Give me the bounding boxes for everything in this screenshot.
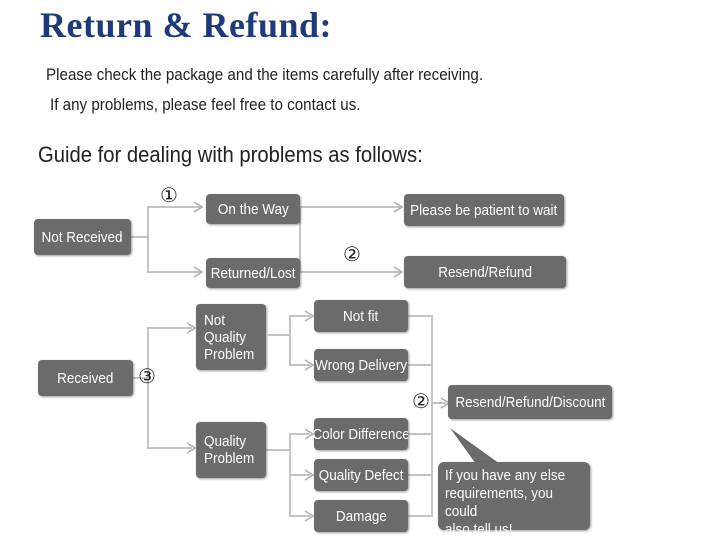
connector-not-quality-wrong (289, 335, 310, 366)
bubble-pointer (450, 428, 500, 464)
patient-wait-box: Please be patient to wait (404, 194, 564, 226)
connector-received-quality (147, 378, 192, 449)
not-fit-box: Not fit (314, 300, 408, 332)
not-received-box: Not Received (34, 219, 131, 255)
connector-quality-damage (289, 475, 310, 517)
resend-refund-box: Resend/Refund (404, 256, 566, 288)
connector-quality-color (266, 433, 310, 451)
color-difference-label: Color Difference (314, 425, 408, 443)
quality-defect-box: Quality Defect (314, 459, 408, 491)
guide-heading: Guide for dealing with problems as follo… (38, 142, 423, 167)
resend-refund-label: Resend/Refund (438, 263, 532, 281)
quality-problem-box: Quality Problem (196, 422, 266, 478)
damage-label: Damage (335, 507, 387, 525)
step-two-marker-a: ② (343, 242, 361, 266)
note-bubble: If you have any else requirements, you c… (438, 462, 590, 538)
returned-lost-box: Returned/Lost (206, 258, 300, 288)
on-the-way-box: On the Way (206, 194, 300, 224)
wrong-delivery-label: Wrong Delivery (314, 356, 408, 374)
damage-box: Damage (314, 500, 408, 532)
page-title: Return & Refund: (40, 5, 332, 45)
resend-refund-discount-box: Resend/Refund/Discount (448, 385, 612, 419)
instruction-line-2: If any problems, please feel free to con… (50, 96, 361, 114)
step-two-marker-b: ② (412, 389, 430, 413)
instruction-line-1: Please check the package and the items c… (46, 66, 484, 84)
patient-wait-label: Please be patient to wait (410, 201, 558, 219)
not-received-label: Not Received (41, 228, 124, 246)
received-box: Received (38, 360, 133, 396)
not-quality-problem-label: Not Quality Problem (204, 311, 255, 363)
step-three-marker: ③ (138, 364, 156, 388)
not-quality-problem-box: Not Quality Problem (196, 304, 266, 370)
not-fit-label: Not fit (343, 307, 379, 325)
note-text: If you have any else requirements, you c… (445, 467, 566, 538)
quality-problem-label: Quality Problem (204, 433, 255, 467)
wrong-delivery-box: Wrong Delivery (314, 349, 408, 381)
connector-returned-resend (299, 207, 400, 273)
color-difference-box: Color Difference (314, 418, 408, 450)
resend-refund-discount-label: Resend/Refund/Discount (454, 393, 606, 411)
received-label: Received (57, 369, 114, 387)
on-the-way-label: On the Way (217, 200, 289, 218)
returned-lost-label: Returned/Lost (210, 264, 296, 282)
connector-received-not-quality (133, 327, 192, 379)
connector-merge-bracket (408, 315, 433, 517)
connector-not-received-on-the-way (130, 206, 200, 238)
connector-not-quality-not-fit (268, 315, 310, 336)
quality-defect-label: Quality Defect (318, 466, 404, 484)
connector-not-received-returned (147, 237, 200, 273)
step-one-marker: ① (160, 183, 178, 207)
